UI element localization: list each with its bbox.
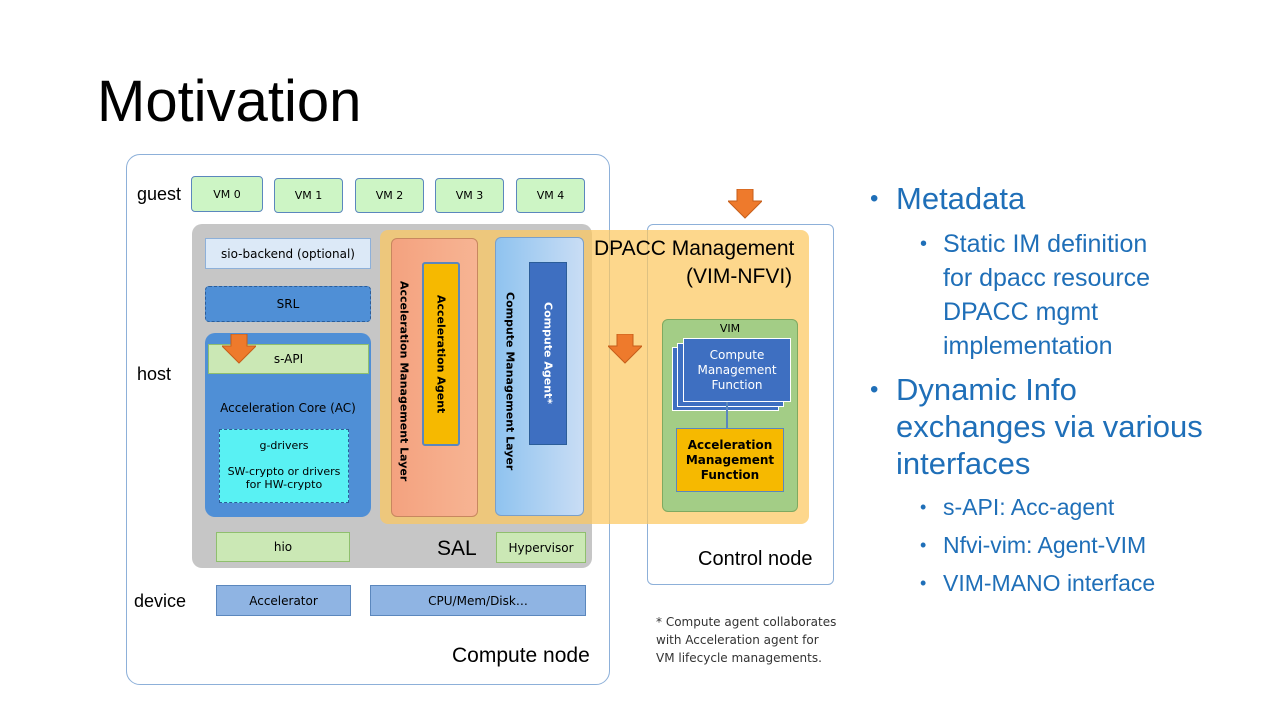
acceleration-agent-box: Acceleration Agent — [422, 262, 460, 446]
acceleration-mgmt-function-box: Acceleration Management Function — [676, 428, 784, 492]
vm-box-3: VM 3 — [435, 178, 504, 213]
bullet-static-im: Static IM definition for dpacc resource … — [868, 227, 1268, 363]
bullet-dynamic-info-line-1: Dynamic Info — [896, 372, 1077, 407]
acceleration-core-label: Acceleration Core (AC) — [220, 401, 356, 415]
control-node-label: Control node — [698, 548, 813, 570]
sw-crypto-label: SW-crypto or drivers for HW-crypto — [227, 465, 341, 491]
vm-box-0: VM 0 — [191, 176, 263, 212]
footnote-line-3: VM lifecycle managements. — [656, 651, 822, 665]
footnote-line-2: with Acceleration agent for — [656, 633, 819, 647]
bullet-list: Metadata Static IM definition for dpacc … — [868, 180, 1268, 606]
hio-box: hio — [216, 532, 350, 562]
dpacc-management-subtitle: (VIM-NFVI) — [686, 265, 793, 288]
compute-mgmt-function-box: Compute Management Function — [683, 338, 791, 402]
down-arrow-icon — [608, 334, 642, 364]
bullet-sapi: s-API: Acc-agent — [868, 492, 1268, 522]
acceleration-mgmt-layer-label: Acceleration Management Layer — [397, 280, 411, 482]
bullet-static-im-line-3: DPACC mgmt — [943, 298, 1099, 326]
footnote-line-1: * Compute agent collaborates — [656, 615, 837, 629]
accelerator-box: Accelerator — [216, 585, 351, 616]
bullet-static-im-line-2: for dpacc resource — [943, 264, 1151, 292]
compute-mgmt-layer-label: Compute Management Layer — [503, 291, 517, 471]
footnote: * Compute agent collaborates with Accele… — [656, 613, 836, 667]
srl-box: SRL — [205, 286, 371, 322]
bullet-static-im-line-1: Static IM definition — [943, 230, 1148, 258]
vim-connector-line — [726, 402, 728, 428]
vm-box-1: VM 1 — [274, 178, 343, 213]
compute-agent-box: Compute Agent* — [529, 262, 567, 445]
bullet-vim-mano: VIM-MANO interface — [868, 568, 1268, 598]
cpu-mem-disk-box: CPU/Mem/Disk… — [370, 585, 586, 616]
bullet-metadata: Metadata — [868, 180, 1268, 217]
hypervisor-box: Hypervisor — [496, 532, 586, 563]
device-label: device — [134, 591, 187, 611]
dpacc-management-title: DPACC Management — [594, 237, 795, 260]
vm-box-2: VM 2 — [355, 178, 424, 213]
vm-box-4: VM 4 — [516, 178, 585, 213]
bullet-dynamic-info-line-2: exchanges via various — [896, 409, 1203, 444]
bullet-nfvi-vim: Nfvi-vim: Agent-VIM — [868, 530, 1268, 560]
bullet-dynamic-info-line-3: interfaces — [896, 446, 1031, 481]
g-drivers-box — [219, 429, 349, 503]
slide-title: Motivation — [97, 69, 362, 134]
down-arrow-icon — [222, 334, 256, 364]
sal-label: SAL — [437, 537, 477, 560]
down-arrow-icon — [728, 189, 762, 219]
sio-backend-box: sio-backend (optional) — [205, 238, 371, 269]
bullet-dynamic-info: Dynamic Info exchanges via various inter… — [868, 371, 1268, 482]
vim-label: VIM — [719, 321, 741, 335]
guest-label: guest — [137, 184, 182, 204]
bullet-static-im-line-4: implementation — [943, 332, 1113, 360]
compute-node-label: Compute node — [452, 644, 590, 667]
host-label: host — [137, 364, 172, 384]
g-drivers-label: g-drivers — [259, 438, 309, 452]
